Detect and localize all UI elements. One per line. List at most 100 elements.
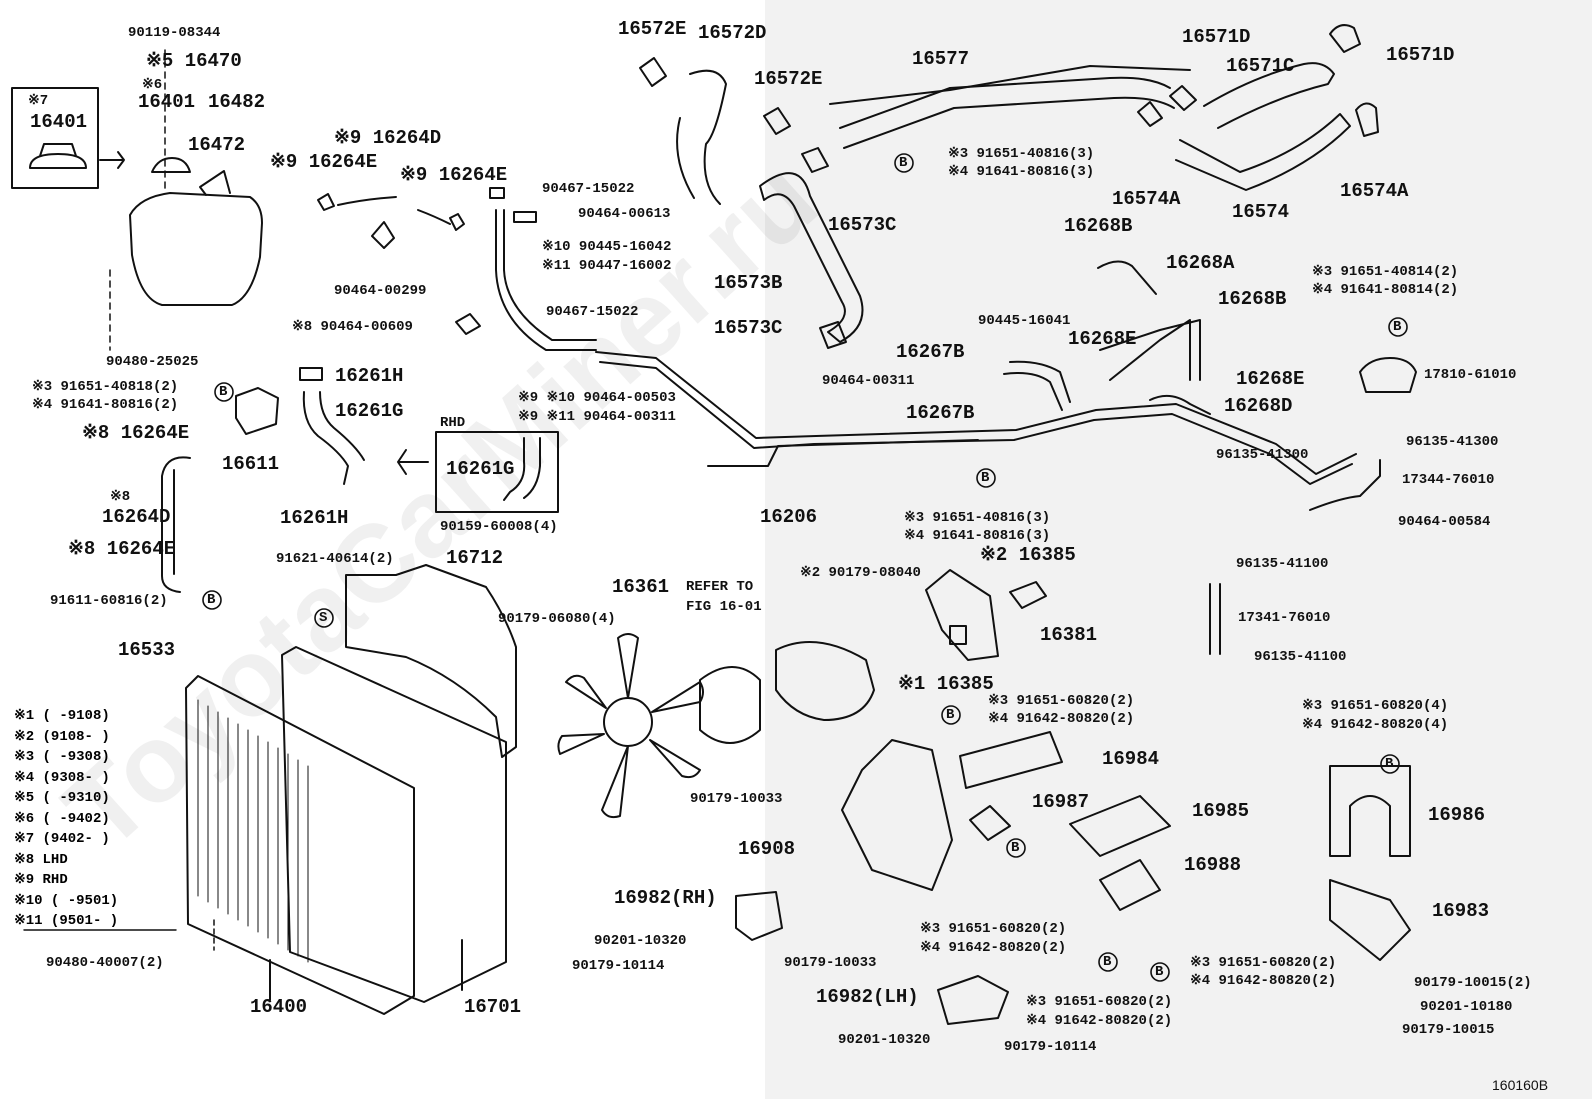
legend-item: ※4 (9308- ): [14, 769, 110, 786]
part-label: ※4 91642-80820(2): [920, 940, 1067, 956]
callout-b: B: [1011, 840, 1020, 856]
part-label: ※1 16385: [898, 673, 994, 695]
part-label: 16206: [760, 506, 818, 528]
part-label: ※4 91641-80814(2): [1312, 282, 1459, 298]
part-label: 16572E: [618, 18, 687, 40]
pipe-90445-16042: [495, 209, 597, 351]
vsv-17810: [1359, 357, 1417, 393]
clamp-icon-a: [317, 193, 335, 211]
part-label: ※7: [28, 93, 49, 109]
legend-item: ※7 (9402- ): [14, 831, 110, 847]
part-label: ※3 91651-40816(3): [904, 510, 1051, 526]
part-label: 90119-08344: [128, 25, 221, 41]
part-label: 90179-10033: [690, 791, 783, 807]
reservoir-tank: [129, 192, 263, 306]
legend-item: ※11 (9501- ): [14, 913, 119, 929]
part-label: 16268B: [1218, 288, 1287, 310]
part-label: ※8 16264E: [82, 422, 190, 444]
rhd-box-label: RHD: [440, 415, 466, 431]
legend: ※1 ( -9108) ※2 (9108- ) ※3 ( -9308) ※4 (…: [14, 707, 118, 933]
clamp-90464-00609: [455, 313, 481, 335]
part-label: 96135-41300: [1216, 447, 1309, 463]
part-label: 16261G: [446, 458, 515, 480]
pipe-17341: [1209, 583, 1221, 655]
part-label: 90464-00299: [334, 283, 427, 299]
clamp-16573c: [801, 147, 829, 173]
part-label: ※3 91651-60820(2): [1190, 955, 1337, 971]
part-label: 16261H: [335, 365, 404, 387]
legend-item: ※3 ( -9308): [14, 749, 110, 765]
clamp-16261h: [299, 367, 323, 381]
part-label: 16987: [1032, 791, 1090, 813]
callout-b: B: [1393, 319, 1402, 335]
part-label: 16983: [1432, 900, 1490, 922]
pipe-16577: [839, 76, 1175, 149]
part-label: 96135-41300: [1406, 434, 1499, 450]
cap-16401-drawing: [29, 143, 87, 169]
part-label: 16701: [464, 996, 522, 1018]
clamp-90464-00613: [513, 211, 537, 223]
part-label: 16268B: [1064, 215, 1133, 237]
part-label: ※5 16470: [146, 50, 242, 72]
callout-b: B: [219, 384, 228, 400]
part-label: ※4 91641-80816(3): [904, 528, 1051, 544]
part-label: 16401: [30, 111, 88, 133]
part-label: 16267B: [896, 341, 965, 363]
part-label: ※9 ※11 90464-00311: [518, 409, 676, 425]
hose-16573b: [759, 172, 864, 343]
part-label: 16571D: [1182, 26, 1251, 48]
part-label: ※4 91642-80820(4): [1302, 717, 1449, 733]
part-label: 16268E: [1068, 328, 1137, 350]
part-label: ※9 16264E: [400, 164, 508, 186]
pipe-16206-b: [599, 361, 1353, 485]
mount-16982-rh: [735, 891, 783, 941]
reservoir-cap: [151, 157, 191, 173]
part-label: 90179-10114: [1004, 1039, 1097, 1055]
part-label: 16611: [222, 453, 280, 475]
callout-b: B: [207, 592, 216, 608]
part-label: 16472: [188, 134, 246, 156]
part-label: 16985: [1192, 800, 1250, 822]
bracket-16611: [235, 387, 279, 435]
part-label: 16988: [1184, 854, 1242, 876]
part-label: 16533: [118, 639, 176, 661]
part-label: 96135-41100: [1254, 649, 1347, 665]
hose-16264d-lhd: [161, 456, 191, 593]
mount-16982-lh: [937, 975, 1009, 1025]
part-label: 90464-00613: [578, 206, 671, 222]
hose-16264e: [417, 209, 451, 225]
pipe-17344: [1309, 459, 1381, 511]
callout-b: B: [1385, 756, 1394, 772]
part-label: ※8: [110, 489, 131, 505]
part-label: 90445-16041: [978, 313, 1071, 329]
part-label: 16908: [738, 838, 796, 860]
part-label: 16712: [446, 547, 504, 569]
water-pump: [775, 641, 875, 721]
bracket-16986: [1329, 765, 1411, 857]
part-label: 16400: [250, 996, 308, 1018]
part-label: 90201-10320: [838, 1032, 931, 1048]
part-label: 90464-00311: [822, 373, 915, 389]
part-label: ※3 91651-60820(2): [988, 693, 1135, 709]
clamp-16571d-b: [1169, 85, 1197, 111]
part-label: ※3 91651-60820(2): [920, 921, 1067, 937]
part-label: ※11 90447-16002: [542, 258, 672, 274]
bracket-16987: [969, 805, 1011, 841]
legend-item: ※5 ( -9310): [14, 790, 110, 806]
part-label: ※8 90464-00609: [292, 319, 413, 335]
part-label: ※4 91642-80820(2): [1026, 1013, 1173, 1029]
bracket-16381: [925, 569, 999, 661]
clamp-16571d: [1329, 24, 1361, 53]
hose-16261g: [302, 391, 365, 485]
hose-16572d: [676, 69, 727, 205]
part-label: 90467-15022: [542, 181, 635, 197]
clamp-90467: [489, 187, 505, 199]
shaded-background: [765, 0, 1592, 1099]
part-label: 16572D: [698, 22, 767, 44]
clamp-16572e-a: [639, 57, 667, 87]
pipe-90445-16042-b: [503, 209, 597, 341]
part-label: 16261G: [335, 400, 404, 422]
part-label: 16573B: [714, 272, 783, 294]
clamp-16573c-b: [819, 321, 847, 349]
part-label: ※3 91651-40818(2): [32, 379, 179, 395]
